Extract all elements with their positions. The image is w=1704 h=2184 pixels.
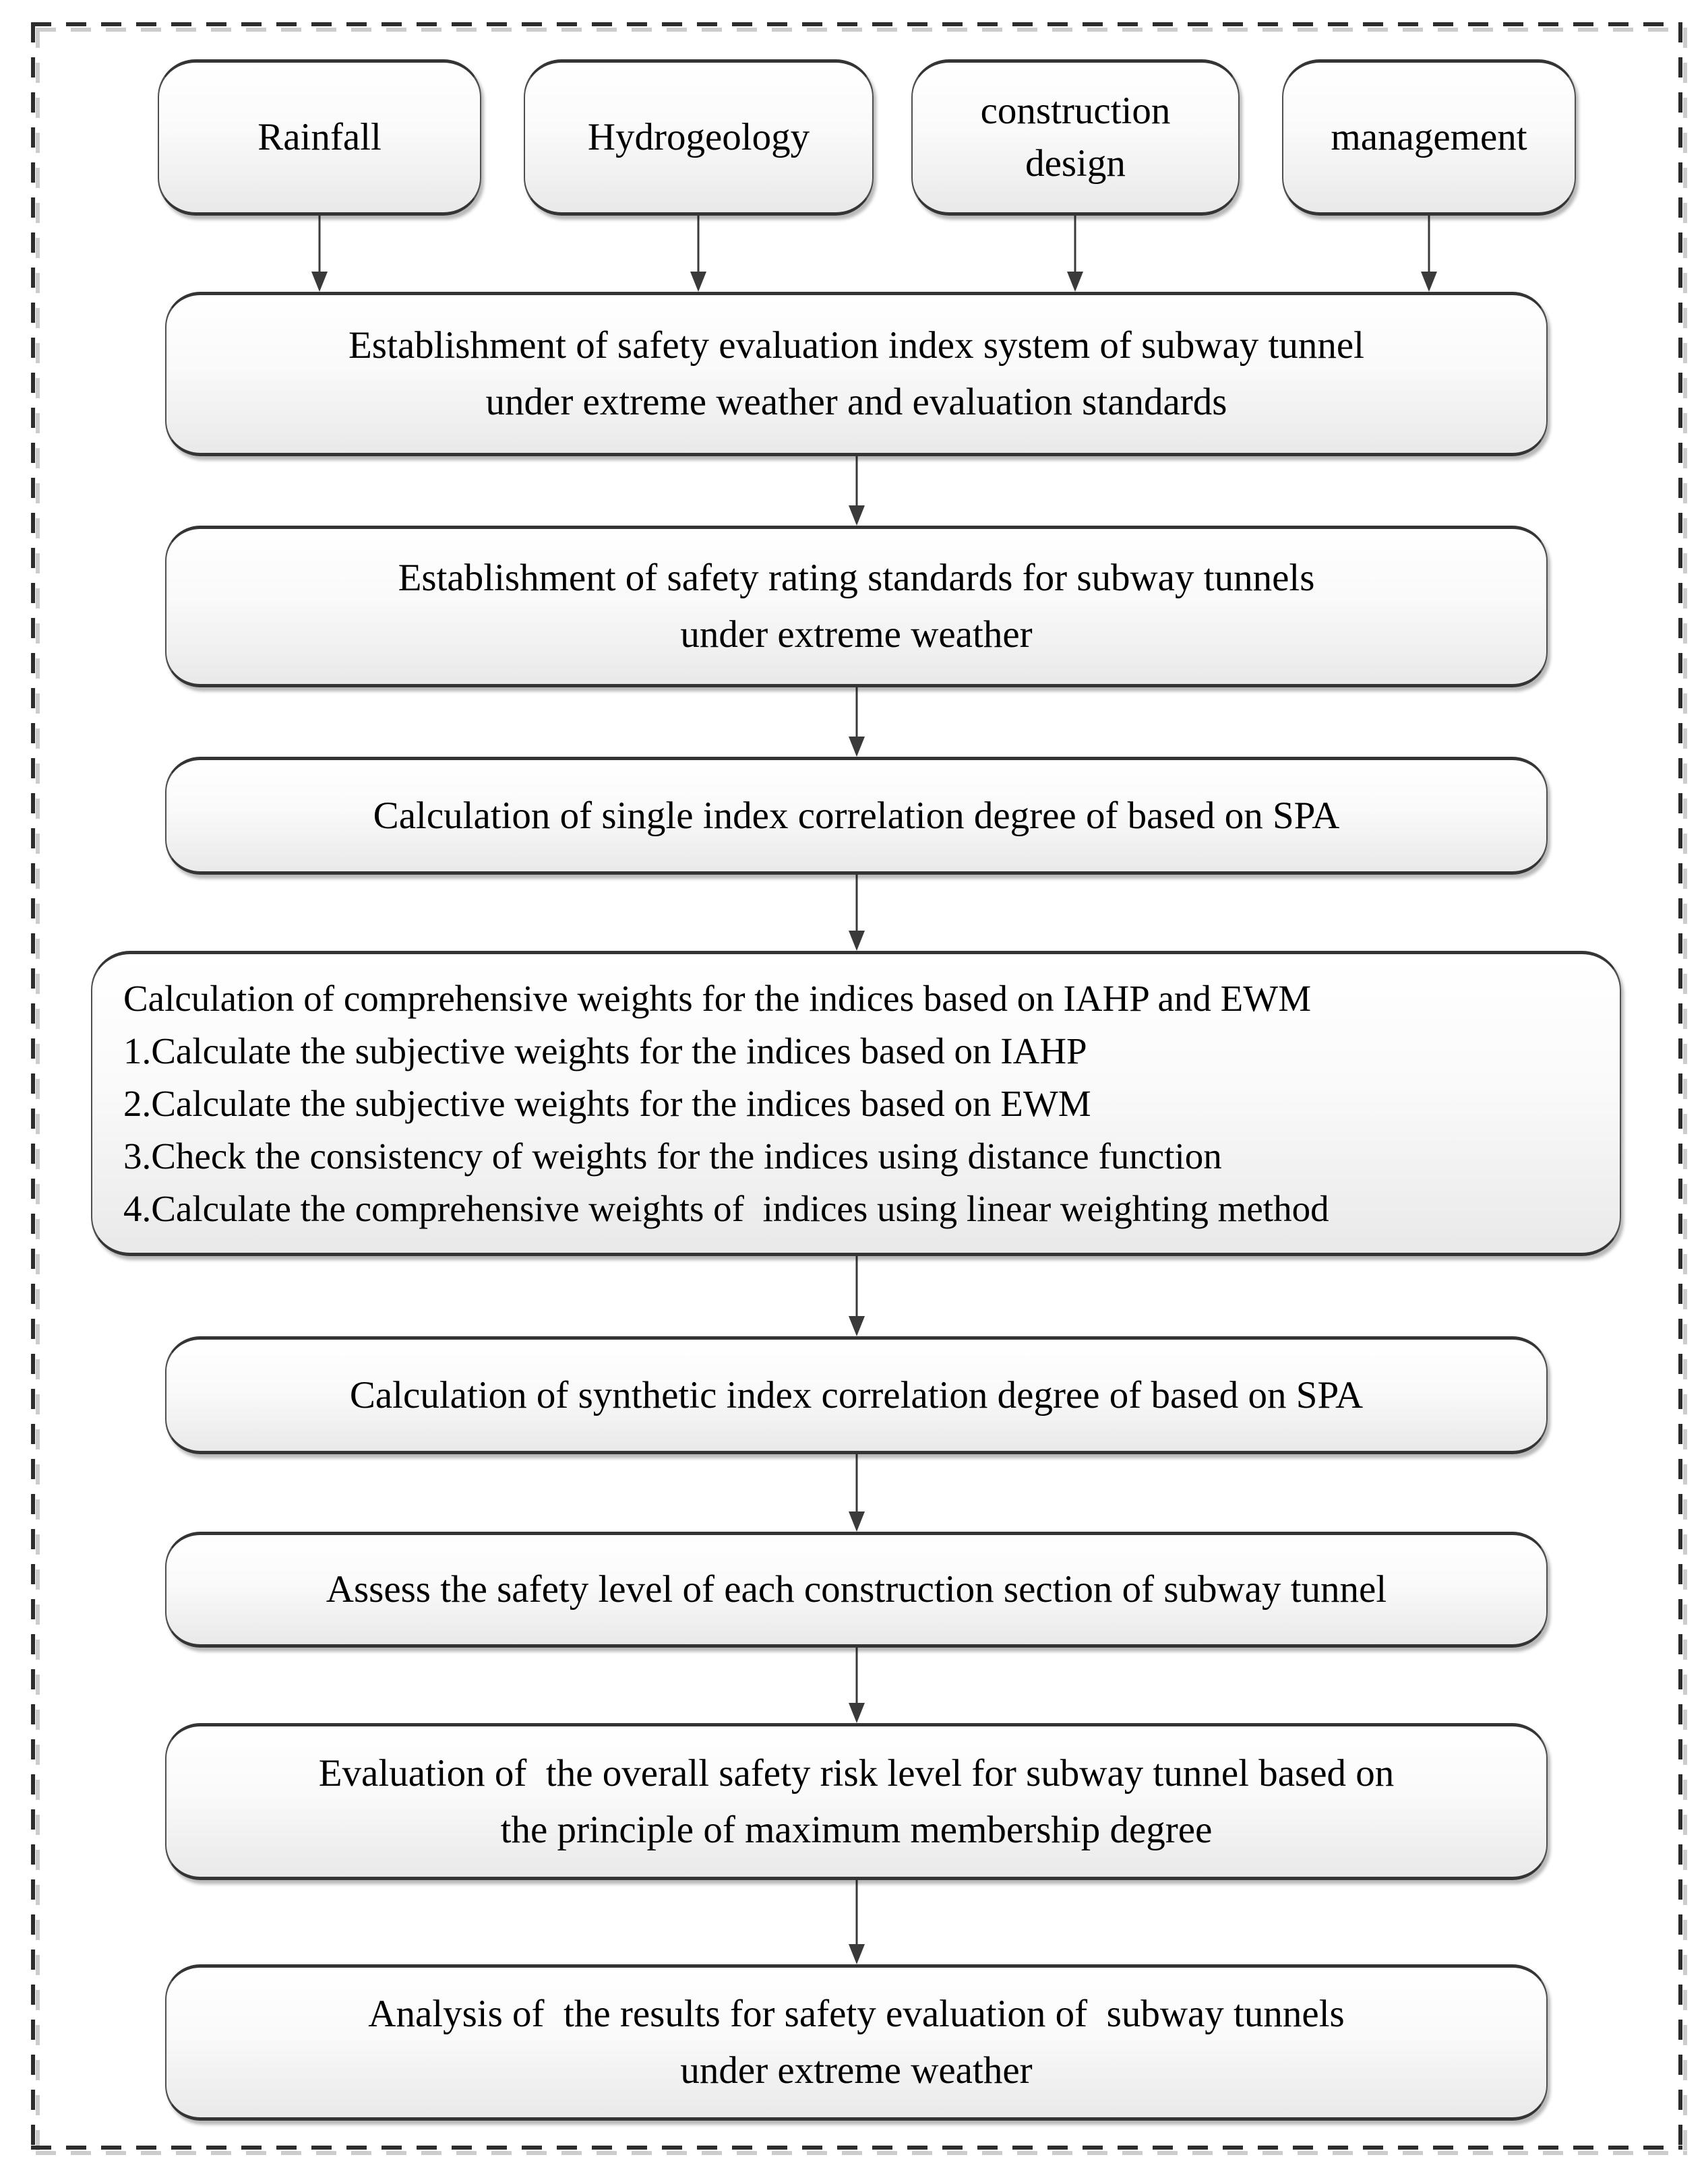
node-single-index-spa: Calculation of single index correlation … [165,757,1548,875]
arrow-shaft [855,1454,858,1516]
node-results-analysis-line2: under extreme weather [680,2049,1033,2092]
node-comprehensive-weights-line1: Calculation of comprehensive weights for… [123,977,1312,1019]
node-rating-standards: Establishment of safety rating standards… [165,526,1548,687]
arrowhead [849,931,865,951]
node-comprehensive-weights-line3: 2.Calculate the subjective weights for t… [123,1082,1091,1124]
node-construction-design: construction design [911,59,1240,216]
node-overall-risk-evaluation-line2: the principle of maximum membership degr… [500,1808,1213,1851]
arrowhead [1421,272,1437,292]
arrow-shaft [318,216,321,276]
node-hydrogeology: Hydrogeology [524,59,874,216]
arrow-shaft [855,687,858,741]
arrow-shaft [1428,216,1430,276]
arrow-rating-standards-to-single-index-spa [847,687,866,757]
arrowhead [690,272,706,292]
arrow-overall-evaluation-to-results-analysis [847,1880,866,1964]
arrowhead [849,1703,865,1723]
node-management-label: management [1331,116,1527,158]
node-comprehensive-weights-line4: 3.Check the consistency of weights for t… [123,1135,1222,1177]
arrowhead [1067,272,1083,292]
arrow-shaft [855,1648,858,1707]
arrow-management-to-index-system [1420,216,1438,292]
node-management: management [1282,59,1576,216]
node-rating-standards-line1: Establishment of safety rating standards… [398,557,1315,599]
node-hydrogeology-label: Hydrogeology [587,116,810,158]
node-comprehensive-weights-line5: 4.Calculate the comprehensive weights of… [123,1187,1329,1229]
node-index-system-line2: under extreme weather and evaluation sta… [485,381,1227,423]
node-synthetic-index-spa-line1: Calculation of synthetic index correlati… [349,1373,1364,1416]
node-results-analysis: Analysis of the results for safety evalu… [165,1964,1548,2121]
arrow-assess-safety-to-overall-evaluation [847,1648,866,1723]
node-overall-risk-evaluation-line1: Evaluation of the overall safety risk le… [318,1751,1395,1795]
node-assess-safety-level-line1: Assess the safety level of each construc… [326,1568,1387,1611]
arrow-shaft [855,1880,858,1948]
arrow-comprehensive-weights-to-synthetic-index-spa [847,1256,866,1336]
arrow-index-system-to-rating-standards [847,456,866,526]
node-synthetic-index-spa: Calculation of synthetic index correlati… [165,1336,1548,1454]
node-construction-design-label-line1: construction [980,90,1171,132]
arrow-hydrogeology-to-index-system [689,216,708,292]
node-index-system-line1: Establishment of safety evaluation index… [348,324,1365,367]
arrowhead [849,1316,865,1336]
node-construction-design-label-line2: design [1025,142,1126,185]
node-overall-risk-evaluation: Evaluation of the overall safety risk le… [165,1723,1548,1880]
arrow-shaft [855,1256,858,1320]
node-single-index-spa-line1: Calculation of single index correlation … [373,794,1340,837]
node-rainfall-label: Rainfall [257,116,382,158]
node-assess-safety-level: Assess the safety level of each construc… [165,1532,1548,1648]
arrow-shaft [855,875,858,935]
node-rainfall: Rainfall [158,59,481,216]
arrowhead [849,1511,865,1532]
arrow-shaft [697,216,700,276]
arrow-shaft [855,456,858,509]
arrow-construction-design-to-index-system [1066,216,1085,292]
node-rating-standards-line2: under extreme weather [680,613,1033,656]
arrowhead [849,505,865,526]
arrowhead [849,737,865,757]
arrowhead [311,272,328,292]
arrow-rainfall-to-index-system [310,216,329,292]
node-index-system: Establishment of safety evaluation index… [165,292,1548,456]
node-comprehensive-weights: Calculation of comprehensive weights for… [91,951,1621,1256]
arrow-single-index-spa-to-comprehensive-weights [847,875,866,951]
node-results-analysis-line1: Analysis of the results for safety evalu… [368,1993,1345,2035]
arrowhead [849,1944,865,1964]
arrow-synthetic-index-spa-to-assess-safety [847,1454,866,1532]
arrow-shaft [1074,216,1076,276]
node-comprehensive-weights-line2: 1.Calculate the subjective weights for t… [123,1030,1087,1071]
